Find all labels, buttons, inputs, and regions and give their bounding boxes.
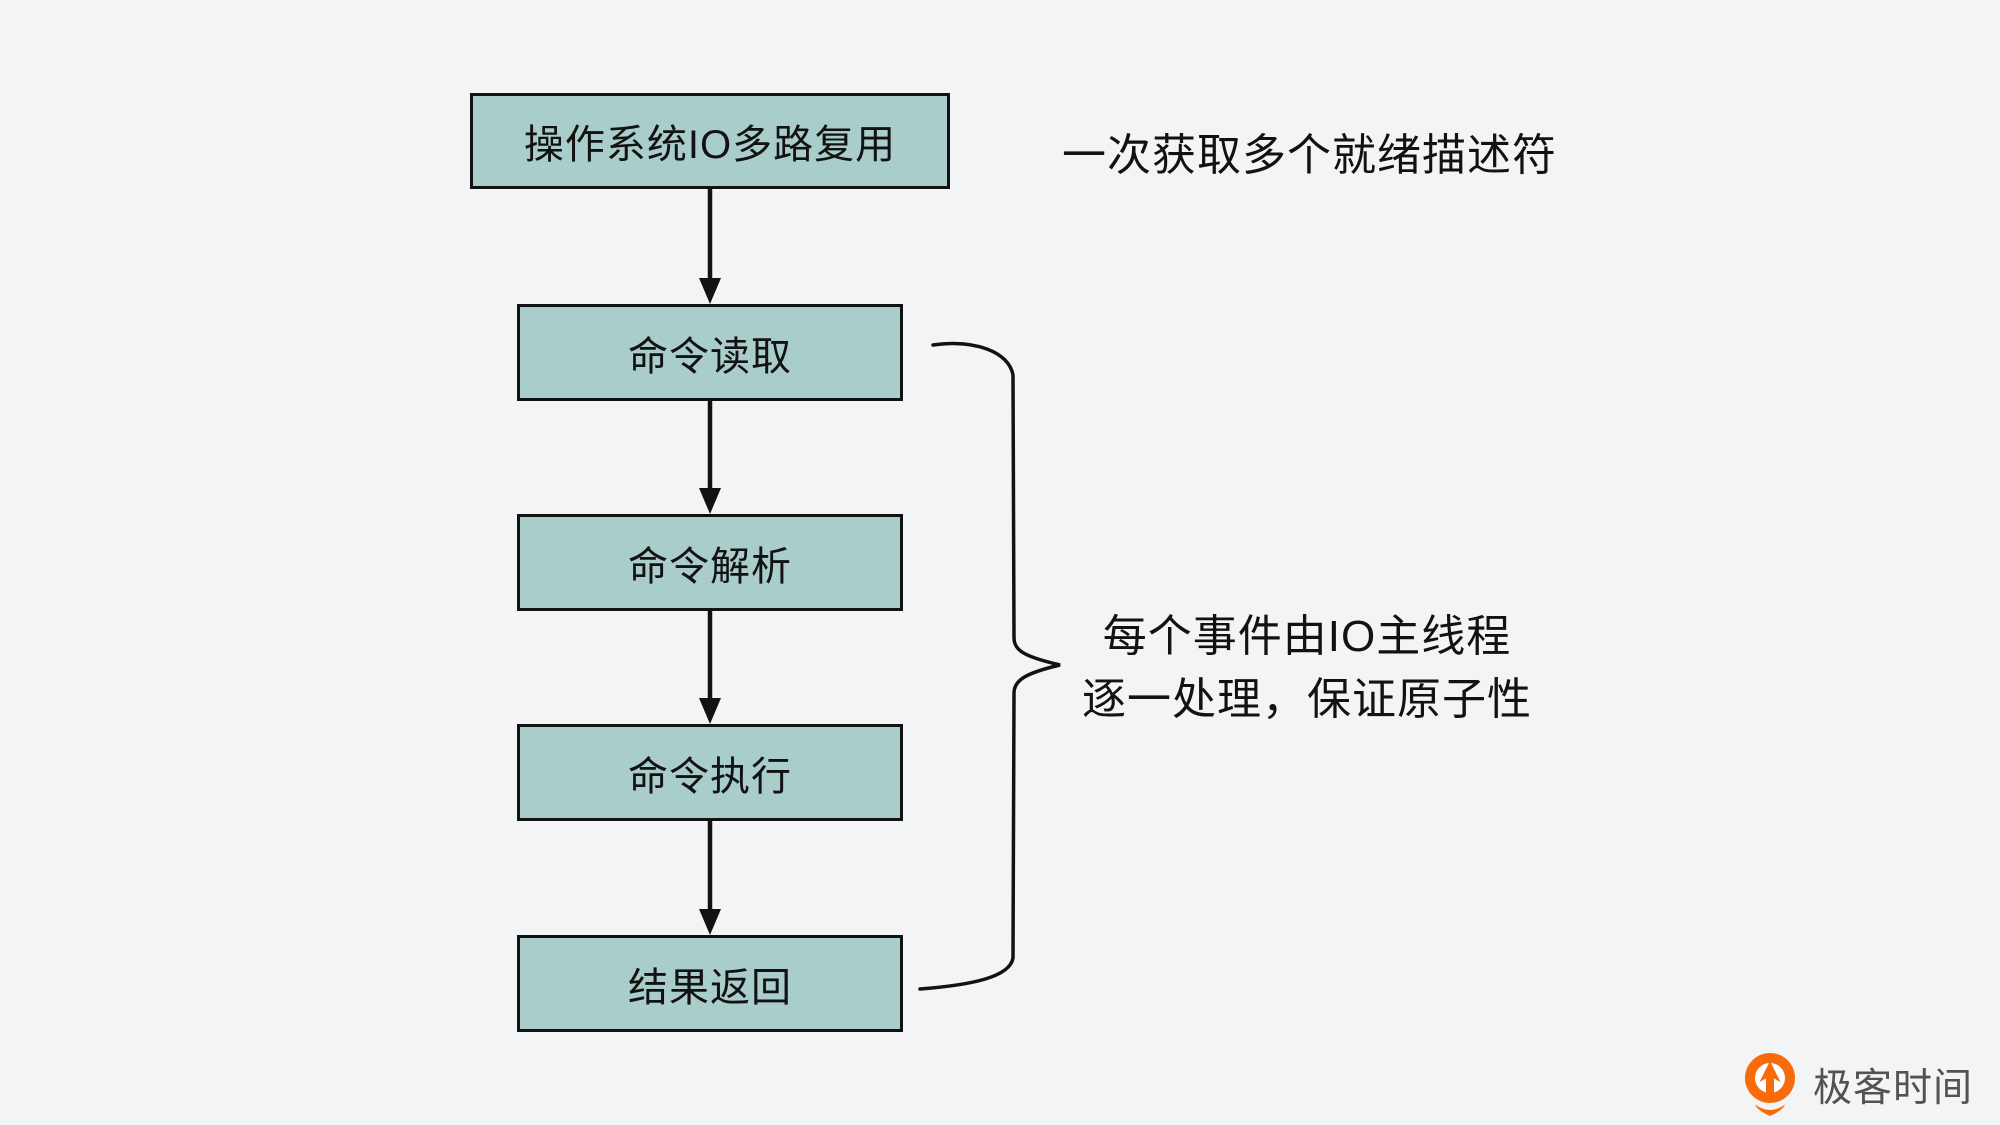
geektime-logo-text: 极客时间 [1813,1067,1974,1110]
flow-box-io-multiplexing: 操作系统IO多路复用 [470,93,950,189]
flow-box-label: 命令解析 [628,544,792,589]
annotation-top-note: 一次获取多个就绪描述符 [1062,131,1557,180]
flow-box-command-execute: 命令执行 [517,724,903,821]
flow-box-label: 操作系统IO多路复用 [523,123,897,167]
arrow-head-3 [699,698,721,724]
arrow-head-4 [699,909,721,935]
flow-box-label: 命令执行 [628,754,792,799]
curly-brace [918,341,1061,991]
annotation-brace-note: 每个事件由IO主线程 逐一处理，保证原子性 [1072,605,1542,731]
arrow-head-1 [699,278,721,304]
flow-box-command-read: 命令读取 [517,304,903,401]
geektime-pin-icon [1745,1053,1795,1116]
flow-box-command-parse: 命令解析 [517,514,903,611]
flow-box-result-return: 结果返回 [517,935,903,1032]
annotation-brace-note-line2: 逐一处理，保证原子性 [1082,675,1532,724]
flow-box-label: 命令读取 [628,334,792,379]
annotation-brace-note-line1: 每个事件由IO主线程 [1102,612,1512,661]
arrow-head-2 [699,488,721,514]
geektime-logo: 极客时间 [1742,1052,1973,1118]
flow-box-label: 结果返回 [628,965,792,1010]
